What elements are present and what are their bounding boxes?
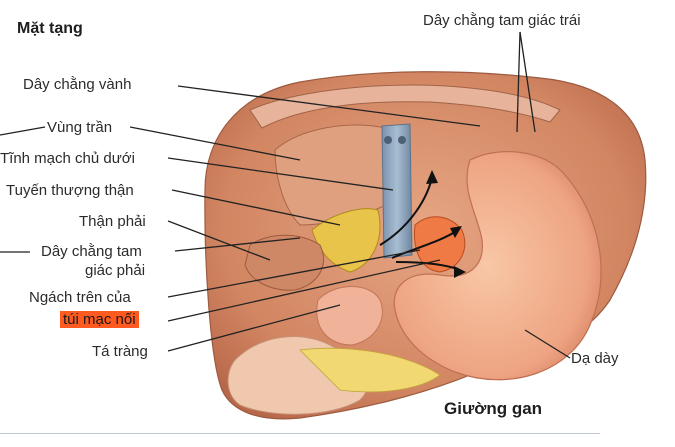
right-kidney-shape	[244, 234, 325, 291]
label-duodenum: Tá tràng	[92, 343, 148, 360]
label-ivc: Tĩnh mạch chủ dưới	[0, 150, 135, 167]
label-coronary-ligament: Dây chằng vành	[23, 76, 132, 93]
leader-lines	[0, 31, 571, 359]
label-liver-bed: Giường gan	[444, 399, 543, 418]
arrow-up	[379, 177, 433, 246]
label-right-triangular-ligament-line2: giác phải	[85, 262, 146, 279]
label-omental-recess-line1: Ngách trên của	[29, 289, 131, 306]
duodenum-shape	[316, 286, 383, 346]
label-right-triangular-ligament-line1: Dây chằng tam	[41, 243, 142, 260]
label-bare-area: Vùng trần	[47, 119, 113, 136]
adrenal-gland-shape	[311, 208, 381, 273]
highlighted-term: túi mạc nối	[60, 311, 139, 328]
label-stomach: Dạ dày	[571, 350, 619, 367]
bottom-rule	[0, 433, 600, 434]
ivc-vessel	[381, 123, 413, 259]
diagram-title: Mặt tạng	[17, 20, 83, 37]
label-right-kidney: Thận phải	[79, 213, 146, 230]
coronary-ligament-band	[249, 84, 561, 129]
label-omental-recess-line2: túi mạc nối	[60, 311, 139, 328]
label-adrenal-gland: Tuyến thượng thận	[6, 182, 134, 199]
stomach-shape	[393, 150, 602, 381]
label-left-triangular-ligament: Dây chằng tam giác trái	[423, 12, 581, 29]
